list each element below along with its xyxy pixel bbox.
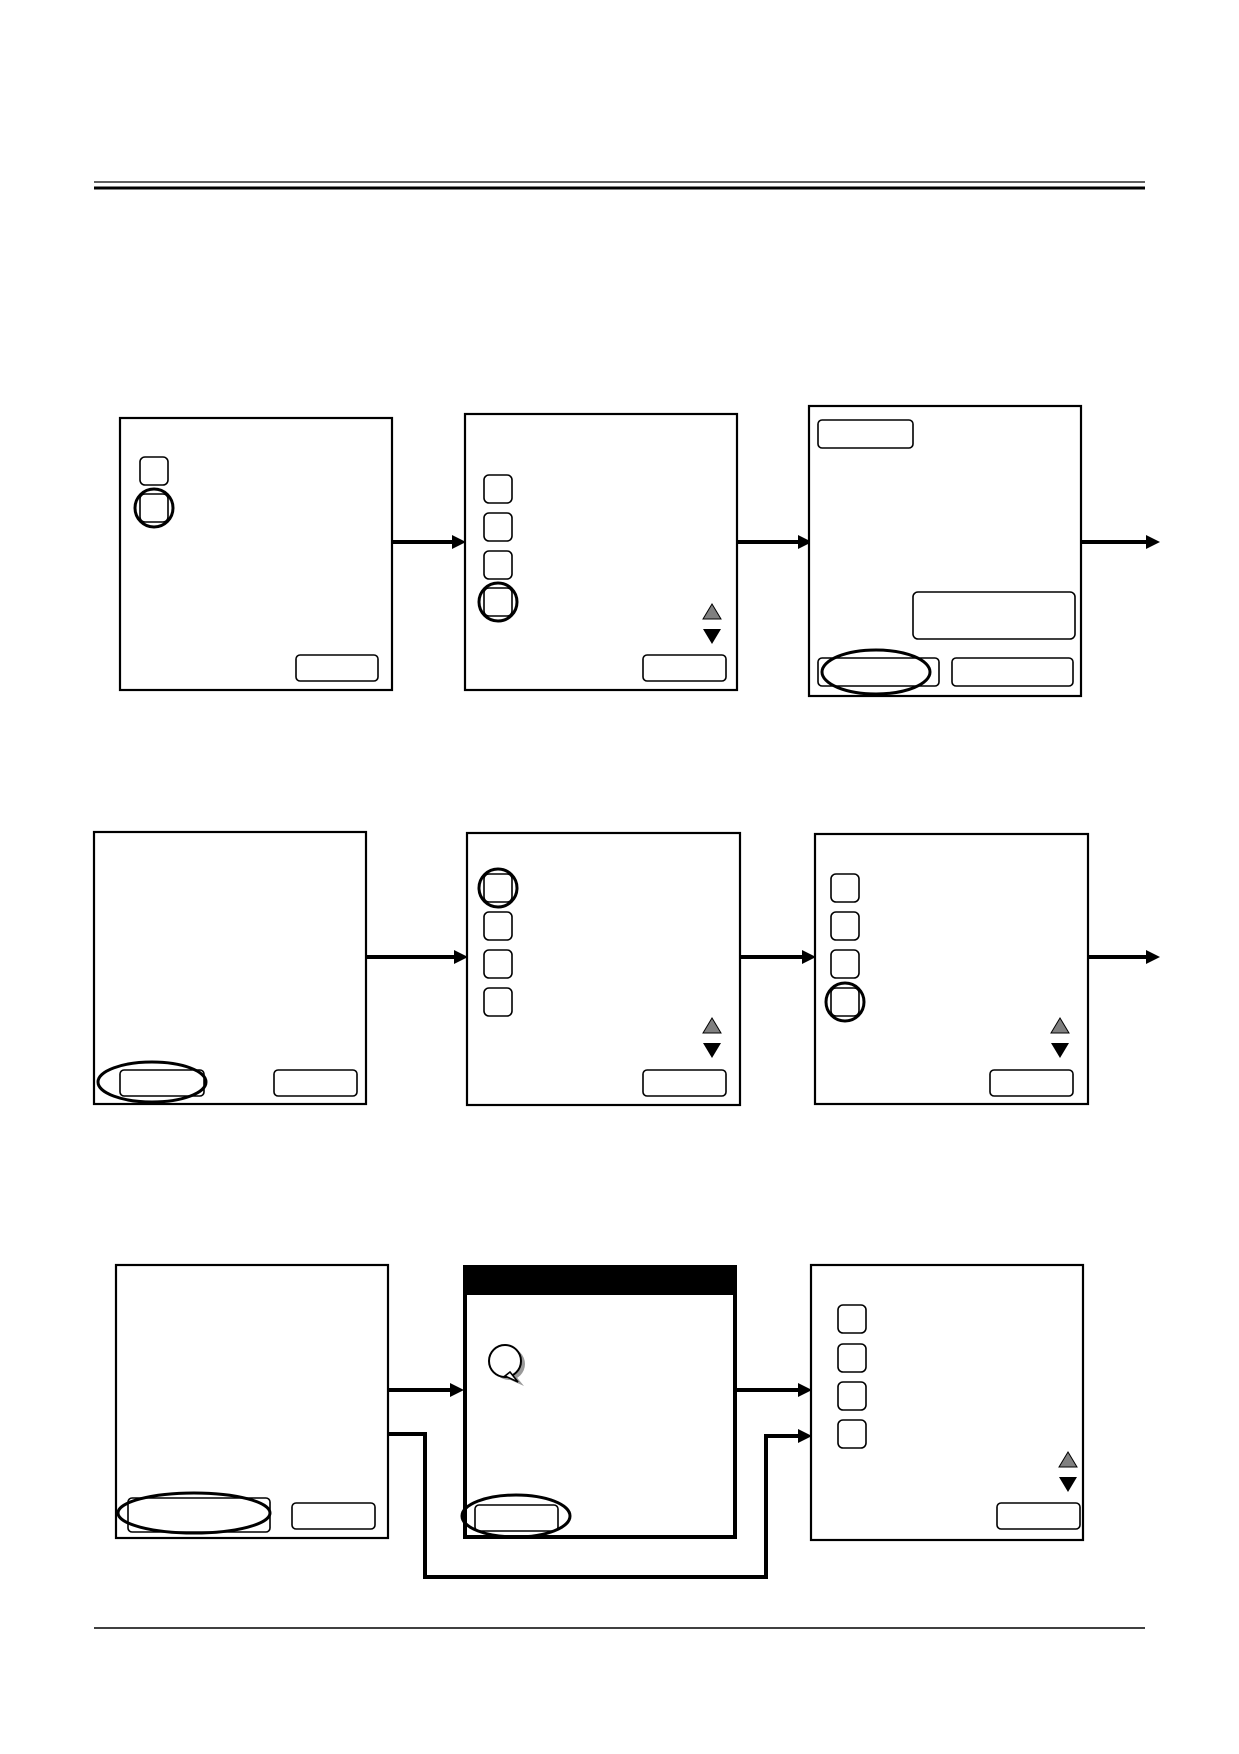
scroll-up-icon[interactable] — [1058, 1451, 1078, 1468]
info-box — [912, 591, 1076, 640]
footer-button-right[interactable] — [951, 657, 1074, 687]
scroll-up-icon[interactable] — [702, 1017, 722, 1034]
flow-arrow — [735, 1383, 812, 1397]
scroll-down-icon[interactable] — [1051, 1043, 1069, 1058]
icon-button[interactable] — [483, 949, 513, 979]
icon-button[interactable] — [483, 474, 513, 504]
screen-1-3 — [807, 404, 1083, 698]
scroll-up-icon[interactable] — [1050, 1017, 1070, 1034]
scroll-down-icon[interactable] — [703, 629, 721, 644]
icon-button-selected[interactable] — [830, 987, 860, 1017]
selection-highlight — [116, 1491, 272, 1535]
bypass-connector — [388, 1429, 812, 1579]
icon-button[interactable] — [837, 1304, 867, 1334]
flow-arrow — [388, 1383, 464, 1397]
icon-button[interactable] — [837, 1419, 867, 1449]
scroll-up-icon[interactable] — [702, 603, 722, 620]
footer-button[interactable] — [996, 1502, 1081, 1530]
footer-button-right[interactable] — [273, 1069, 358, 1097]
screen-1-1 — [118, 416, 394, 692]
selection-highlight — [133, 487, 175, 529]
icon-button[interactable] — [483, 512, 513, 542]
footer-button[interactable] — [295, 654, 379, 682]
icon-button[interactable] — [483, 550, 513, 580]
selection-highlight — [824, 981, 866, 1023]
icon-button[interactable] — [830, 873, 860, 903]
flow-arrow — [392, 535, 466, 549]
icon-button[interactable] — [837, 1381, 867, 1411]
footer-button-right[interactable] — [291, 1502, 376, 1530]
icon-button[interactable] — [837, 1343, 867, 1373]
screen-3-1 — [114, 1263, 390, 1540]
screen-2-2 — [465, 831, 742, 1107]
dialog-title-bar — [465, 1267, 735, 1295]
flow-arrow-continue — [1081, 535, 1160, 549]
screen-2-1 — [92, 830, 368, 1106]
icon-button[interactable] — [830, 911, 860, 941]
footer-button-left[interactable] — [119, 1069, 205, 1097]
speech-bubble-icon — [488, 1344, 525, 1386]
scroll-down-icon[interactable] — [703, 1043, 721, 1058]
selection-highlight — [477, 581, 519, 623]
flow-arrow — [366, 950, 468, 964]
icon-button-selected[interactable] — [483, 587, 513, 617]
icon-button[interactable] — [830, 949, 860, 979]
footer-button[interactable] — [989, 1069, 1074, 1097]
footer-button[interactable] — [642, 1069, 727, 1097]
screen-3-2 — [460, 1265, 737, 1539]
screen-3-3 — [809, 1263, 1085, 1542]
screen-2-3 — [813, 832, 1090, 1106]
footer-button[interactable] — [474, 1504, 559, 1532]
flow-arrow-continue — [1088, 950, 1160, 964]
footer-button[interactable] — [642, 654, 727, 682]
icon-button[interactable] — [139, 456, 169, 486]
scroll-down-icon[interactable] — [1059, 1477, 1077, 1492]
footer-button-left[interactable] — [817, 657, 940, 687]
icon-button[interactable] — [483, 911, 513, 941]
selection-highlight — [820, 648, 932, 696]
icon-button-selected[interactable] — [483, 873, 513, 903]
selection-highlight — [460, 1493, 572, 1539]
selection-highlight — [96, 1060, 208, 1104]
screen-1-2 — [463, 412, 739, 692]
title-box — [817, 419, 914, 449]
selection-highlight — [477, 867, 519, 909]
flow-arrow — [740, 950, 816, 964]
icon-button[interactable] — [483, 987, 513, 1017]
icon-button-selected[interactable] — [139, 493, 169, 523]
flow-arrow — [737, 535, 812, 549]
